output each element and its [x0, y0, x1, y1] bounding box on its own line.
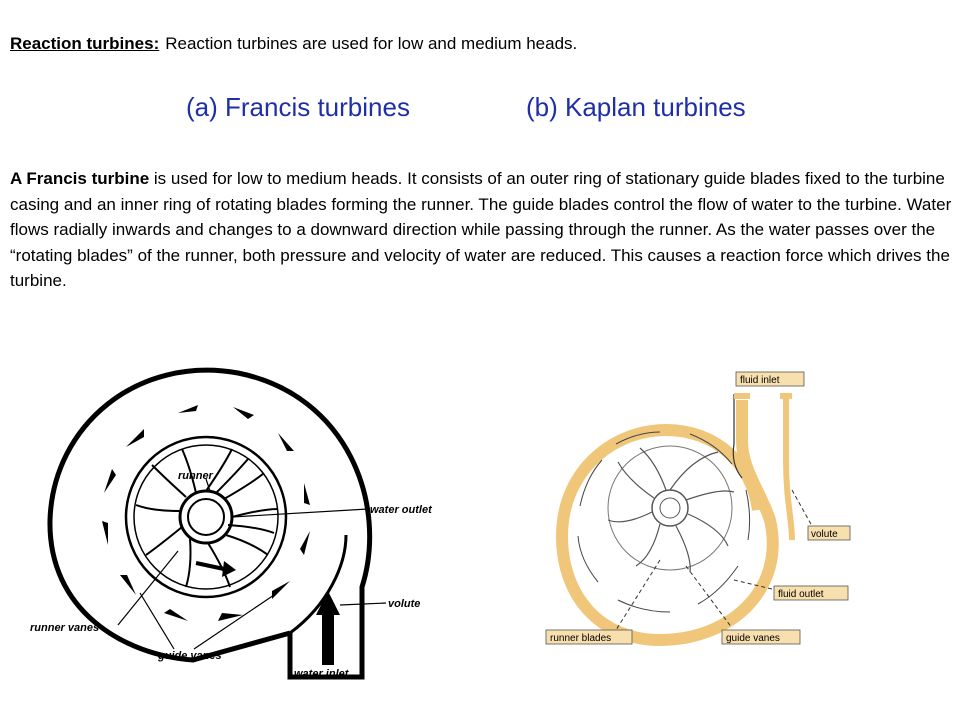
- leader-lines-right: [615, 489, 813, 631]
- heading-text: Reaction turbines are used for low and m…: [165, 34, 578, 53]
- label-guide-vanes: guide vanes: [157, 650, 222, 662]
- francis-diagram-right: fluid inlet volute fluid outlet runner b…: [545, 371, 851, 647]
- box-runner-blades: [545, 629, 633, 645]
- label-fluid-inlet: fluid inlet: [740, 375, 780, 386]
- paragraph-term: A Francis turbine: [10, 169, 150, 188]
- body-paragraph: A Francis turbine is used for low to med…: [10, 166, 952, 294]
- inlet-pipe-right-wall: [783, 396, 795, 541]
- box-fluid-inlet: [735, 371, 805, 387]
- label-volute: volute: [388, 598, 420, 610]
- box-fluid-outlet: [773, 585, 849, 601]
- runner-vanes-group: [135, 448, 279, 588]
- heading-line: Reaction turbines: Reaction turbines are …: [10, 32, 577, 56]
- guide-vanes-group: [102, 405, 310, 621]
- label-runner-vanes: runner vanes: [30, 622, 99, 634]
- box-volute: [807, 525, 851, 541]
- volute-casing: [47, 367, 373, 680]
- runner-inner-ring: [133, 444, 279, 590]
- heading-term: Reaction turbines:: [10, 34, 160, 53]
- volute-inner-edge: [289, 534, 348, 635]
- label-fluid-outlet: fluid outlet: [778, 589, 824, 600]
- runner-hub-inner: [659, 497, 681, 519]
- subtitle-row: (a) Francis turbines (b) Kaplan turbines: [0, 92, 960, 128]
- casing-band: [555, 400, 779, 647]
- subtitle-kaplan: (b) Kaplan turbines: [526, 92, 746, 122]
- guide-vanes-right-group: [577, 431, 751, 613]
- label-runner: runner: [178, 470, 214, 482]
- label-water-outlet: water outlet: [370, 504, 433, 516]
- runner-ring: [607, 445, 733, 571]
- paragraph-text: is used for low to medium heads. It cons…: [10, 169, 952, 290]
- flow-arrows: [195, 561, 340, 665]
- runner-outer-ring: [124, 435, 288, 599]
- leader-lines-left: [117, 478, 387, 650]
- label-water-inlet: water inlet: [294, 668, 350, 680]
- francis-diagram-left: runner water outlet volute runner vanes …: [30, 367, 433, 680]
- box-guide-vanes: [721, 629, 801, 645]
- runner-blades-group: [607, 447, 735, 573]
- casing-outline-outer: [732, 394, 743, 479]
- label-volute-right: volute: [811, 529, 838, 540]
- label-runner-blades: runner blades: [550, 633, 611, 644]
- shaft-inner: [187, 498, 225, 536]
- subtitle-francis: (a) Francis turbines: [186, 92, 410, 122]
- label-guide-vanes-right: guide vanes: [726, 633, 780, 644]
